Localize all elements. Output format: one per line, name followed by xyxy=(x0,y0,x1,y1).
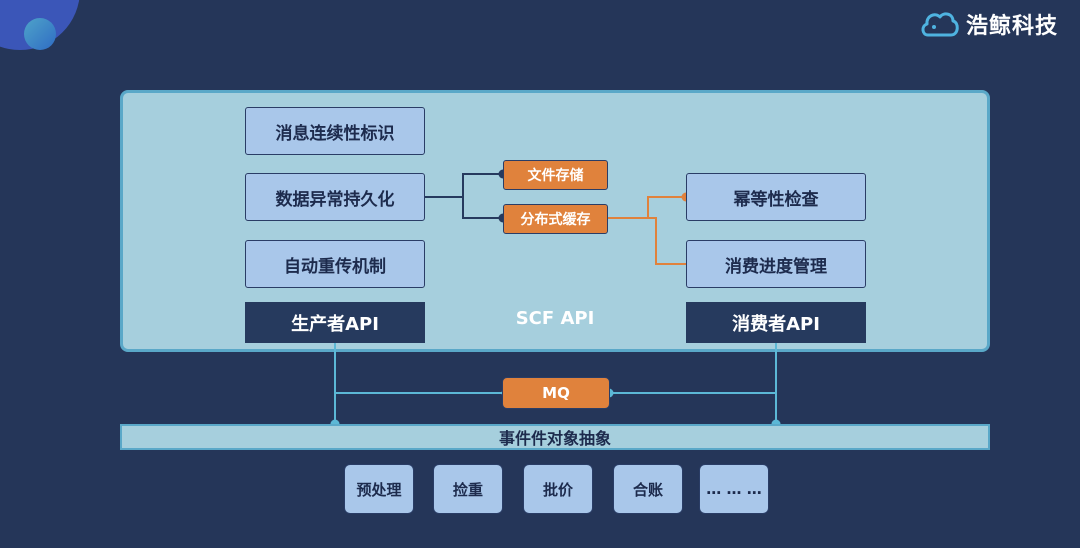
scf-api-label: SCF API xyxy=(515,308,595,329)
cloud-whale-icon xyxy=(921,12,959,37)
brand-logo: 浩鲸科技 xyxy=(920,8,1058,40)
producer-item-retry: 自动重传机制 xyxy=(245,240,425,288)
consumer-item-idempotency: 幂等性检查 xyxy=(686,173,866,221)
producer-api: 生产者API xyxy=(245,302,425,343)
distributed-cache-box: 分布式缓存 xyxy=(503,204,608,234)
decorative-circle-small xyxy=(24,18,56,50)
event-abstraction-layer: 事件件对象抽象 xyxy=(120,424,990,450)
producer-item-sequence-id: 消息连续性标识 xyxy=(245,107,425,155)
module-accounting: 合账 xyxy=(613,464,683,514)
consumer-item-progress: 消费进度管理 xyxy=(686,240,866,288)
module-preprocess: 预处理 xyxy=(344,464,414,514)
module-dedupe: 捡重 xyxy=(433,464,503,514)
consumer-api: 消费者API xyxy=(686,302,866,343)
producer-item-persist: 数据异常持久化 xyxy=(245,173,425,221)
file-storage-box: 文件存储 xyxy=(503,160,608,190)
mq-box: MQ xyxy=(502,377,610,409)
brand-name: 浩鲸科技 xyxy=(965,14,1058,39)
module-more: … … … xyxy=(699,464,769,514)
module-rating: 批价 xyxy=(523,464,593,514)
